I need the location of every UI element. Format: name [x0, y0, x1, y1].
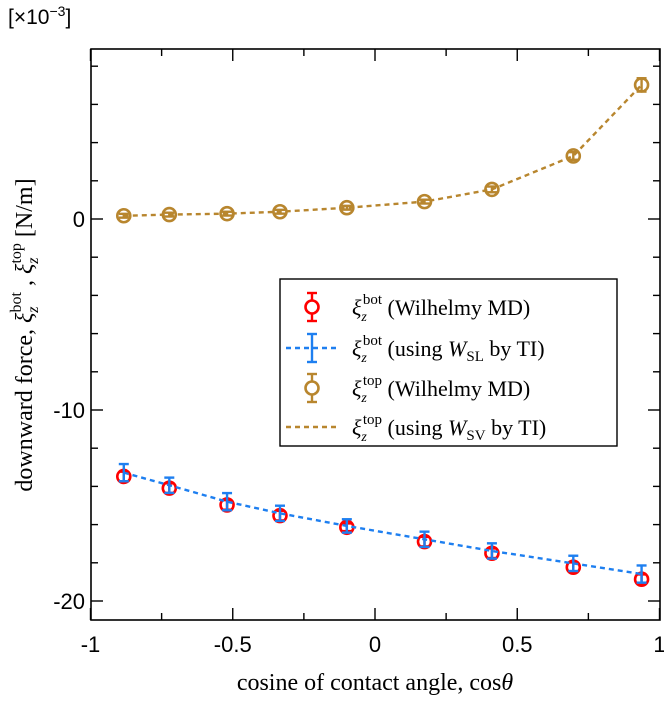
- y-axis-label: downward force, ξzbot , ξztop [N/m]: [8, 178, 42, 491]
- series-line: [123, 471, 642, 576]
- plot-area: [115, 77, 650, 588]
- legend: ξzbot (Wilhelmy MD) ξzbot (using WSL by T…: [279, 278, 618, 447]
- x-tick-label: 1: [653, 632, 664, 657]
- legend-box: [279, 278, 618, 447]
- series-dashed-line: [123, 84, 643, 217]
- series-open-circle-errorbar: [115, 468, 650, 588]
- x-axis-label: cosine of contact angle, cosθ: [237, 670, 514, 696]
- series-dashed-line-errorbar: [118, 462, 647, 584]
- series-line: [123, 84, 643, 217]
- x-tick-label: 0: [369, 632, 381, 657]
- legend-entry: ξzbot (Wilhelmy MD): [304, 291, 530, 325]
- series-open-circle-errorbar: [115, 77, 650, 224]
- data-point: [115, 207, 132, 224]
- legend-label: ξztop (using WSV by TI): [352, 412, 546, 445]
- y-tick-label: -10: [53, 398, 85, 423]
- x-tick-label: -0.5: [214, 632, 252, 657]
- x-tick-label: -1: [81, 632, 101, 657]
- legend-entry: ξzbot (using WSL by TI): [286, 332, 545, 366]
- y-tick-label: -20: [53, 589, 85, 614]
- data-point: [565, 148, 582, 164]
- y-tick-label: 0: [73, 207, 85, 232]
- y-multiplier: [×10−3]: [8, 3, 71, 29]
- legend-label: ξzbot (using WSL by TI): [352, 333, 545, 366]
- x-tick-label: 0.5: [502, 632, 533, 657]
- legend-label: ξztop (Wilhelmy MD): [352, 373, 530, 406]
- legend-label: ξzbot (Wilhelmy MD): [352, 292, 530, 325]
- data-point: [633, 77, 650, 93]
- axis-ticks: -1 -0.5 0 0.5 1 -20 -10 0: [53, 49, 664, 657]
- legend-entry: ξztop (Wilhelmy MD): [304, 372, 530, 406]
- legend-entry: ξztop (using WSV by TI): [286, 412, 546, 445]
